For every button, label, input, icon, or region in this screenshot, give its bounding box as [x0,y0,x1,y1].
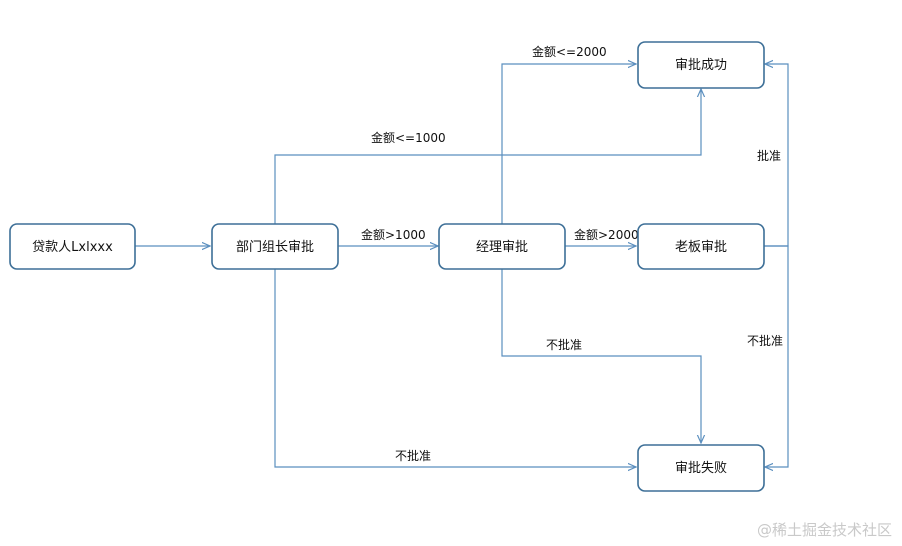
edge-label-boss-to-rejected: 不批准 [747,333,783,348]
node-applicant[interactable]: 贷款人Lxlxxx [9,223,136,270]
watermark-text: @稀土掘金技术社区 [756,521,892,539]
edge-manager-to-rejected [501,269,701,443]
node-manager-review[interactable]: 经理审批 [438,223,566,270]
edges [135,64,789,467]
edge-label-dept-to-rejected: 不批准 [395,448,431,463]
node-applicant-label: 贷款人Lxlxxx [32,240,113,255]
node-approved-label: 审批成功 [675,58,727,73]
edge-dept-to-approved [274,89,701,224]
edge-label-dept-to-manager: 金额>1000 [361,227,426,242]
node-boss-review-label: 老板审批 [675,240,727,255]
node-approved[interactable]: 审批成功 [637,41,765,89]
edge-manager-to-approved [501,64,636,224]
edge-label-dept-to-approved: 金额<=1000 [371,130,446,145]
edge-dept-to-rejected [274,269,636,467]
edge-label-manager-to-approved: 金额<=2000 [532,44,607,59]
node-dept-review[interactable]: 部门组长审批 [211,223,339,270]
edge-label-manager-to-boss: 金额>2000 [574,227,639,242]
edge-boss-to-rejected [764,245,789,467]
node-manager-review-label: 经理审批 [476,240,528,255]
node-rejected-label: 审批失败 [675,461,727,476]
node-dept-review-label: 部门组长审批 [236,240,314,255]
edge-labels: 金额>1000 金额<=1000 不批准 金额<=2000 金额>2000 不批… [361,44,783,463]
edge-label-boss-to-approved: 批准 [757,148,781,163]
node-rejected[interactable]: 审批失败 [637,444,765,492]
node-boss-review[interactable]: 老板审批 [637,223,765,270]
edge-label-manager-to-rejected: 不批准 [546,337,582,352]
